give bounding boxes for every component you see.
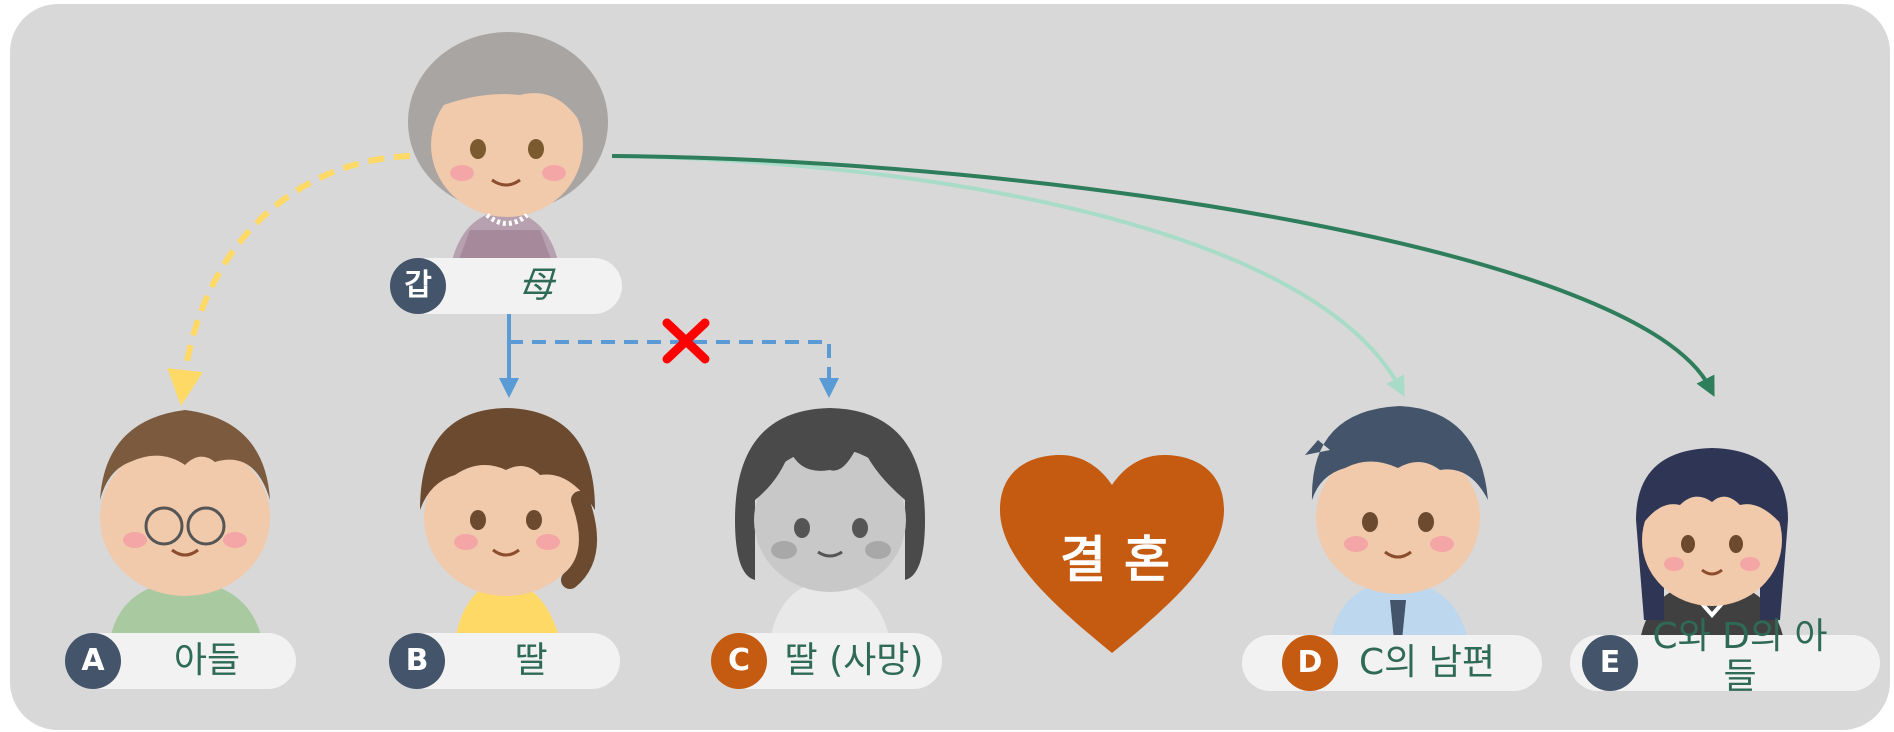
arrow-gap-to-c xyxy=(509,340,839,398)
label-d-text: C의 남편 xyxy=(1359,642,1495,683)
badge-d: D xyxy=(1282,635,1338,691)
label-c-text: 딸 (사망) xyxy=(784,640,924,681)
badge-gap: 갑 xyxy=(390,258,446,314)
daughter-b-figure xyxy=(420,408,597,640)
arrow-gap-to-d xyxy=(611,154,1405,397)
label-b-text: 딸 xyxy=(514,640,548,681)
label-mother-text: 母 xyxy=(517,265,554,306)
husband-d-figure xyxy=(1305,406,1488,640)
badge-b: B xyxy=(389,633,445,689)
diagram-panel xyxy=(10,4,1890,730)
son-e-figure xyxy=(1636,448,1788,640)
arrow-gap-to-e xyxy=(611,154,1715,397)
daughter-c-figure xyxy=(735,408,925,640)
heart-icon xyxy=(1000,455,1224,653)
mother-figure xyxy=(408,32,608,270)
badge-a: A xyxy=(65,633,121,689)
marriage-label: 결혼 xyxy=(1060,531,1188,589)
label-e-text: C와 D의 아들 xyxy=(1652,616,1828,697)
badge-e: E xyxy=(1582,635,1638,691)
badge-c: C xyxy=(711,633,767,689)
x-mark-icon xyxy=(662,318,710,364)
son-a-figure xyxy=(100,410,270,640)
label-a-text: 아들 xyxy=(173,640,241,681)
arrow-gap-to-a xyxy=(167,153,411,406)
